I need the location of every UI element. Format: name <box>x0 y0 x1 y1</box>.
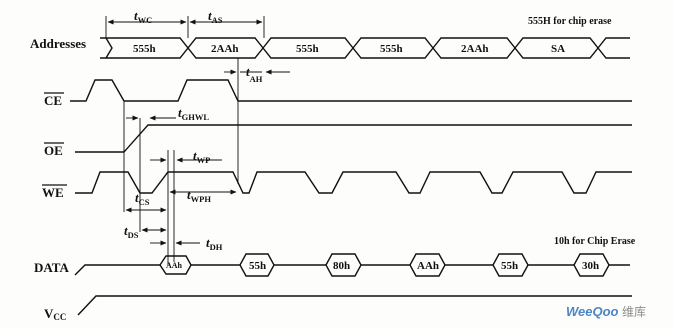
timing-label-tah: tAH <box>246 64 263 84</box>
data-bus-waveform <box>159 253 630 277</box>
timing-label-tghwl: tGHWL <box>178 105 209 122</box>
address-bus-value: SA <box>551 43 565 55</box>
address-bus-waveform <box>100 37 630 59</box>
data-bus-value: 55h <box>249 260 266 272</box>
watermark-brand: WeeQoo <box>566 304 619 319</box>
address-bus-value: 555h <box>133 43 156 55</box>
timing-arrows <box>107 19 290 246</box>
vcc-label: VCC <box>44 306 66 322</box>
timing-label-twph: tWPH <box>187 187 211 204</box>
chip-erase-data-note: 10h for Chip Erase <box>554 236 636 247</box>
oe-label: OE <box>44 143 63 158</box>
address-bus-value: 2AAh <box>211 43 239 55</box>
watermark-logo: WeeQoo 维库 <box>566 304 646 319</box>
timing-label-tcs: tCS <box>135 190 150 207</box>
we-label: WE <box>42 185 64 200</box>
ce-waveform <box>70 79 632 102</box>
data-bus-float-line <box>74 264 160 276</box>
data-bus-value: AAh <box>166 261 183 270</box>
data-bus-value: 80h <box>333 260 350 272</box>
timing-label-tdh: tDH <box>206 235 223 252</box>
timing-label-twp: tWP <box>193 148 210 165</box>
data-bus-value: 30h <box>582 260 599 272</box>
chip-erase-address-note: 555H for chip erase <box>528 16 612 27</box>
timing-label-twc: tWC <box>134 8 152 25</box>
address-bus-value: 555h <box>296 43 319 55</box>
watermark-suffix: 维库 <box>622 304 646 319</box>
data-bus-value: 55h <box>501 260 518 272</box>
vcc-waveform <box>77 295 632 316</box>
timing-label-tds: tDS <box>124 223 139 240</box>
address-bus-value: 2AAh <box>461 43 489 55</box>
data-label: DATA <box>34 260 70 275</box>
addresses-label: Addresses <box>30 36 86 51</box>
data-bus-value: AAh <box>417 260 439 272</box>
timing-reference-lines <box>105 16 265 265</box>
ce-label: CE <box>44 93 62 108</box>
address-bus-value: 555h <box>380 43 403 55</box>
timing-label-tas: tAS <box>208 8 223 25</box>
oe-waveform <box>75 124 632 153</box>
we-waveform <box>75 171 632 194</box>
